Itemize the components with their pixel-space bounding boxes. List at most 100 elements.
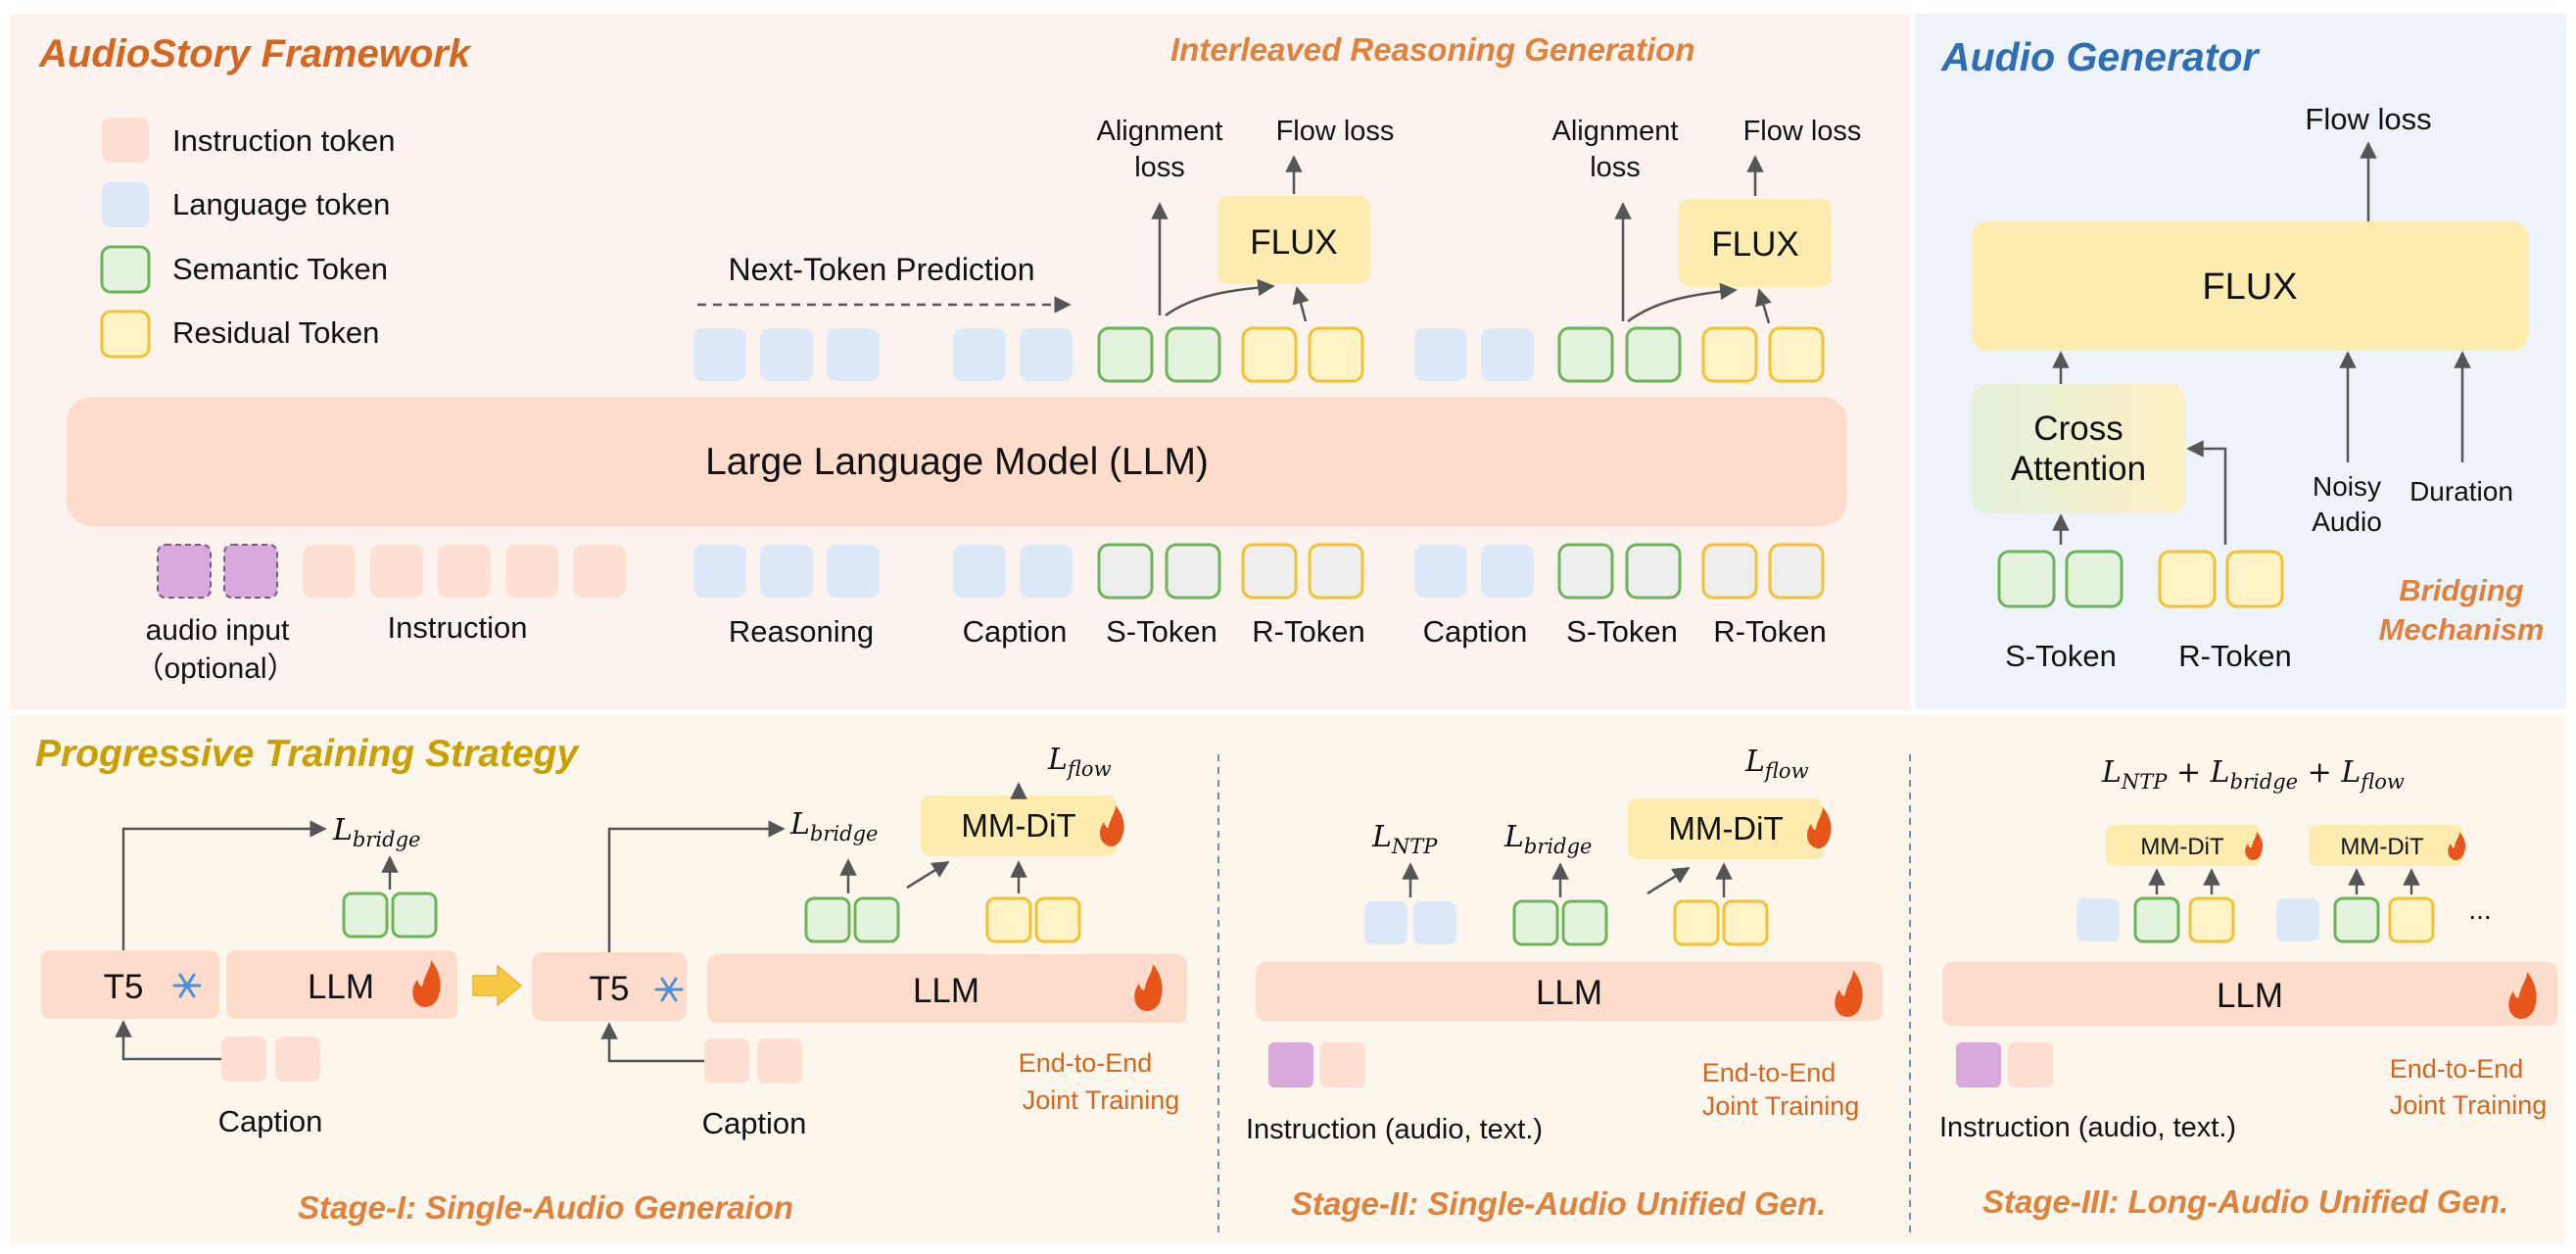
alignment-loss-label-1b: loss: [1134, 152, 1185, 183]
text-instruction-token: [1320, 1042, 1365, 1087]
gen-residual-token: [2158, 550, 2217, 608]
input-language-token: [760, 545, 813, 598]
stage-1: T5 LLM Caption Lbridge T5 LLM Caption: [41, 743, 1187, 1226]
interleaved-title: Interleaved Reasoning Generation: [1170, 31, 1694, 68]
input-language-token: [1020, 545, 1073, 598]
llm-label: LLM: [308, 968, 374, 1006]
mmdit-box-2: [2309, 825, 2463, 866]
stage1-arrows: [115, 820, 399, 1061]
fire-icon: [2448, 832, 2466, 860]
l-ntp-label: LNTP: [1371, 820, 1438, 858]
semantic-token: [853, 896, 900, 943]
language-token: [1413, 901, 1456, 944]
input-semantic-token: [1625, 543, 1682, 600]
input-residual-token: [1768, 543, 1825, 600]
fire-icon: [1835, 970, 1863, 1017]
arrow: [1165, 278, 1275, 317]
gen-s-token-label: S-Token: [2005, 639, 2117, 673]
gen-flow-loss-label: Flow loss: [2305, 102, 2431, 136]
caption-token: [275, 1037, 320, 1082]
audio-input-token: [157, 544, 212, 599]
llm-bar: [67, 397, 1847, 526]
audio-input-label: audio input: [146, 614, 290, 647]
input-instruction-token: [303, 545, 356, 598]
output-language-token: [1020, 328, 1073, 381]
gen-semantic-token: [2065, 550, 2123, 608]
output-semantic-token: [1097, 326, 1154, 383]
top-arrows: [1151, 155, 1772, 324]
llm-box: [226, 950, 457, 1019]
stage-1-title: Stage-I: Single-Audio Generaion: [298, 1189, 793, 1226]
caption-token: [704, 1038, 749, 1084]
bridging-label: Bridging: [2399, 573, 2523, 607]
llm-box-2: [707, 954, 1187, 1023]
cross-attention-label-2: Attention: [2011, 450, 2146, 488]
output-residual-token: [1701, 326, 1758, 383]
audio-instruction-token: [1956, 1042, 2001, 1087]
llm-label: LLM: [2217, 977, 2283, 1015]
input-instruction-token: [438, 545, 491, 598]
input-residual-token: [1701, 543, 1758, 600]
l-bridge-label: Lbridge: [1503, 820, 1592, 858]
legend-language-label: Language token: [172, 187, 390, 221]
gen-flux-box: [1972, 221, 2528, 351]
audio-generator-title: Audio Generator: [1940, 34, 2261, 79]
output-language-token: [953, 328, 1006, 381]
output-language-token: [1414, 328, 1467, 381]
legend-semantic-label: Semantic Token: [172, 252, 388, 286]
fire-icon: [2245, 832, 2264, 860]
joint-training-label: Joint Training: [1702, 1091, 1860, 1121]
mmdit-label: MM-DiT: [1668, 810, 1783, 846]
duration-label: Duration: [2409, 476, 2513, 506]
semantic-token: [1561, 899, 1608, 946]
flux-label-1: FLUX: [1250, 223, 1337, 262]
semantic-token: [2333, 896, 2380, 943]
stage2-arrows: [1402, 862, 1733, 897]
arrow: [2186, 440, 2227, 545]
end-to-end-label: End-to-End: [1702, 1058, 1837, 1087]
arrow-right-icon: [472, 964, 523, 1007]
output-semantic-token: [1165, 326, 1221, 383]
s-token-label-1: S-Token: [1106, 614, 1217, 649]
caption-token: [221, 1037, 266, 1082]
cross-attention-label: Cross: [2033, 410, 2123, 448]
arrow: [1755, 288, 1772, 324]
l-flow-label: Lflow: [1047, 743, 1112, 781]
language-token: [1364, 901, 1407, 944]
llm-bar-label: Large Language Model (LLM): [705, 441, 1209, 483]
output-language-token: [693, 328, 746, 381]
joint-training-label: Joint Training: [2390, 1090, 2548, 1120]
output-language-token: [1481, 328, 1534, 381]
audio-optional-label: （optional）: [134, 652, 296, 685]
ellipsis-label: ...: [2468, 894, 2491, 925]
arrow: [121, 820, 327, 950]
output-semantic-token: [1625, 326, 1682, 383]
reasoning-label: Reasoning: [729, 614, 874, 649]
output-language-token: [827, 328, 880, 381]
arrow: [115, 1020, 221, 1061]
mmdit-box: [1628, 798, 1824, 859]
legend-semantic-swatch: [100, 245, 151, 294]
flux-label-2: FLUX: [1711, 225, 1798, 264]
legend-instruction-label: Instruction token: [172, 123, 395, 158]
caption-label-2: Caption: [1423, 614, 1528, 649]
mmdit-label: MM-DiT: [961, 807, 1075, 844]
input-tokens: [157, 543, 1825, 600]
residual-token: [2188, 896, 2235, 943]
noisy-audio-label-2: Audio: [2312, 506, 2382, 537]
residual-token: [2388, 896, 2435, 943]
fire-icon: [1134, 964, 1163, 1011]
llm-label: LLM: [1536, 974, 1602, 1012]
t5-box: [41, 950, 219, 1019]
alignment-loss-label-2b: loss: [1590, 152, 1641, 183]
mmdit-label-2: MM-DiT: [2340, 834, 2424, 860]
fire-icon: [1099, 805, 1124, 846]
arrow: [600, 1022, 704, 1063]
language-token: [2276, 898, 2319, 941]
semantic-token: [391, 892, 438, 939]
noisy-audio-label: Noisy: [2313, 471, 2381, 502]
legend-instruction-swatch: [102, 118, 149, 163]
instruction-label: Instruction (audio, text.): [1939, 1112, 2236, 1143]
caption-token: [757, 1038, 802, 1084]
